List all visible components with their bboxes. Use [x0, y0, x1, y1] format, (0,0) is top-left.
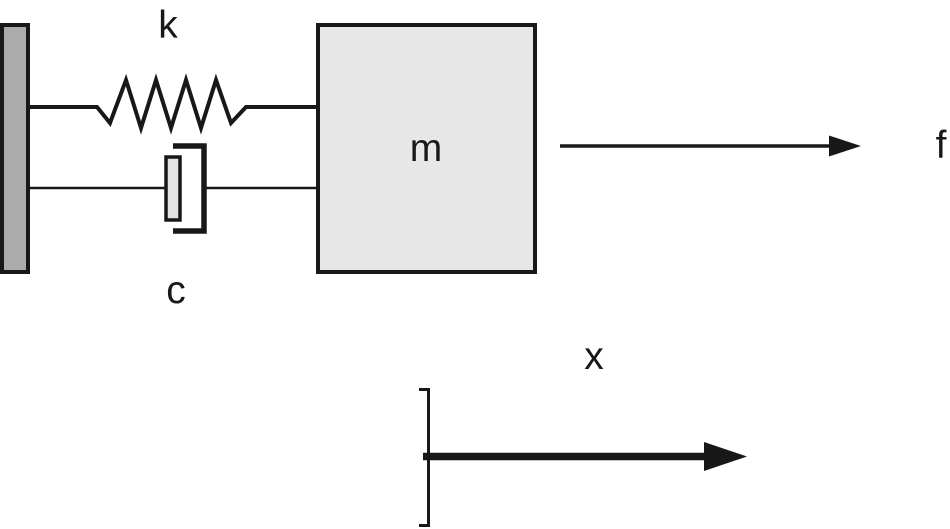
displacement-arrowhead-icon — [704, 442, 747, 471]
spring-label: k — [158, 4, 178, 47]
force-arrowhead-icon — [829, 135, 861, 157]
displacement-label: x — [584, 335, 604, 378]
wall — [0, 23, 30, 274]
damper-piston — [164, 155, 182, 222]
spring — [28, 73, 317, 135]
force-label: f — [936, 124, 947, 167]
damper-label: c — [166, 269, 186, 312]
mass-label: m — [410, 127, 443, 170]
mass-block — [316, 23, 537, 274]
